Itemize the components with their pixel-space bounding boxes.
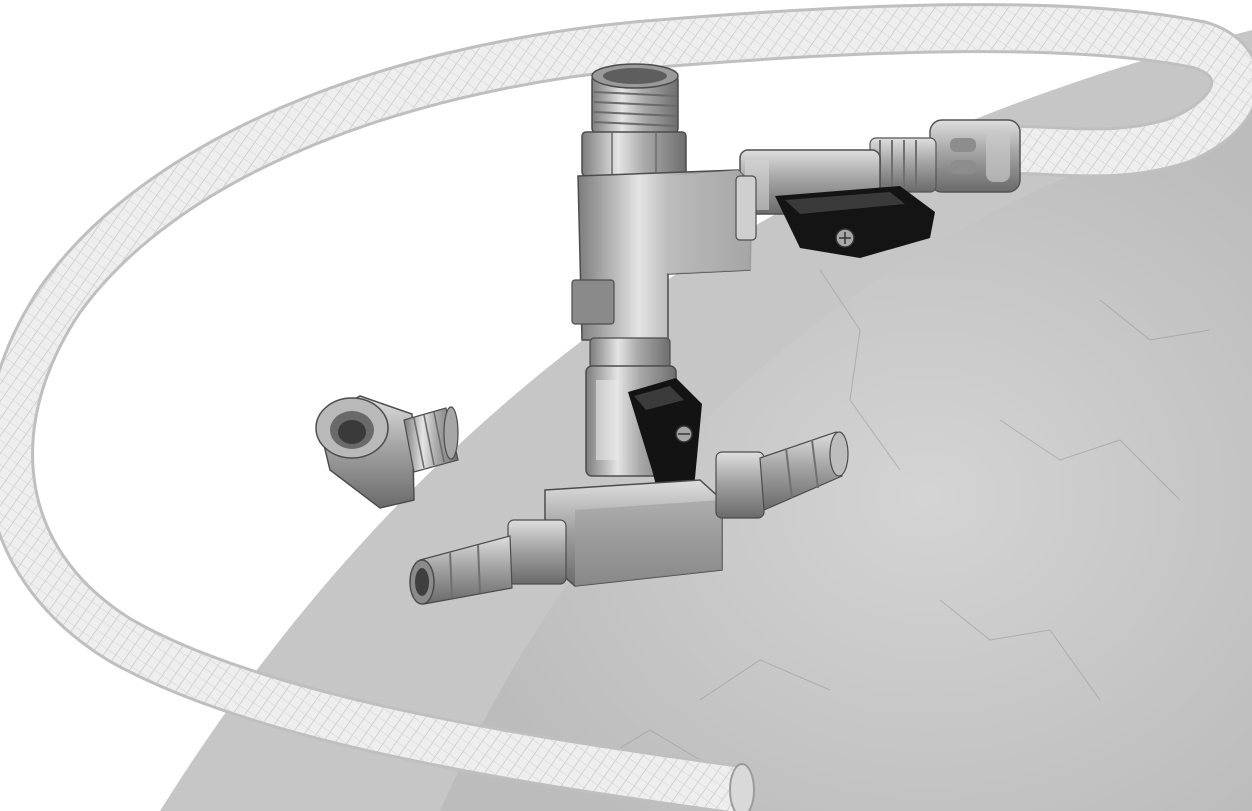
hose-crimp-ferrule bbox=[870, 120, 1020, 192]
